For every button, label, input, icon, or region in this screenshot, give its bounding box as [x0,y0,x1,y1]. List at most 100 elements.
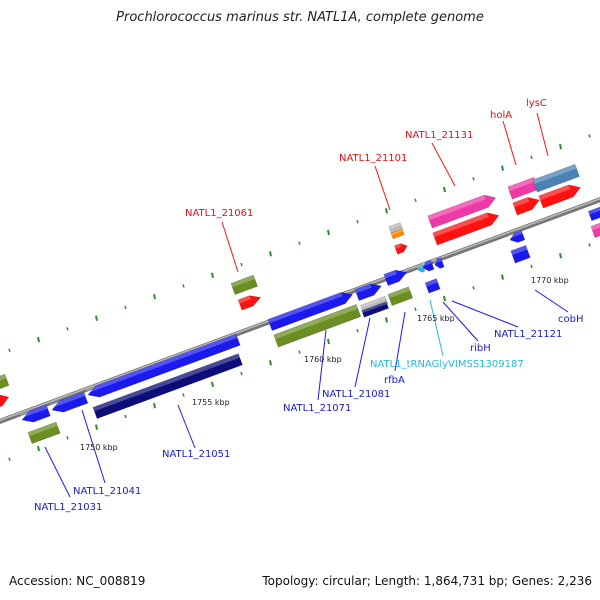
feature-hola-red [512,197,540,216]
callout-natl1-21121 [451,300,519,328]
tick-42 [501,274,504,280]
label-natl1-21081: NATL1_21081 [322,389,390,400]
label-natl1-21031: NATL1_21031 [34,502,102,513]
feature-natl1-21071-blue [267,292,354,332]
callout-natl1-21061 [221,221,239,273]
callout-natl1-21041 [81,409,106,484]
feature-natl1-21121-blue [508,230,526,243]
feature-natl1-21101-orange [390,228,405,240]
label-ribh: ribH [470,343,491,354]
label-callouts [44,112,569,498]
tick-17 [472,177,475,181]
feature-ribh-blue [424,278,441,294]
tick-9 [240,262,243,267]
tick-28 [95,424,98,430]
tick-45 [588,243,591,247]
tick-3 [66,327,69,331]
topology-text: Topology: circular; Length: 1,864,731 bp… [262,574,592,588]
gene-features [0,163,600,445]
feature-natl1-21031-olive [27,421,61,445]
feature-natl1-21081-navy [361,301,389,318]
label-hola: holA [490,110,512,121]
feature-ribh-tri1 [421,259,435,272]
tick-40 [443,295,446,302]
label-natl1-21131: NATL1_21131 [405,130,473,141]
label-natl1-21051: NATL1_21051 [162,449,230,460]
tick-7 [182,284,185,288]
feature-trna-cyan [416,264,426,273]
feature-natl1-21051-blue [85,333,241,398]
tick-5 [124,305,127,310]
tick-15 [414,198,417,203]
scale-label-1750: 1750 kbp [80,443,118,452]
feature-cobh-blue [510,244,531,264]
callout-natl1-21071 [317,329,327,401]
label-lysc: lysC [526,98,547,109]
tick-30 [153,403,156,409]
tick-38 [385,317,388,323]
feature-natl1-21061 [230,274,258,296]
accession-text: Accession: NC_008819 [9,574,146,588]
scale-label-1760: 1760 kbp [304,355,342,364]
label-cobh: cobH [558,314,583,325]
callout-trna [429,299,444,357]
tick-31 [182,393,185,397]
label-natl1-21101: NATL1_21101 [339,153,407,164]
feature-ribh-tri2 [433,257,445,269]
tick-11 [298,241,301,245]
tick-marks [8,134,591,462]
callout-natl1-21081 [354,317,371,388]
callout-natl1-21031 [44,446,71,498]
scale-label-1755: 1755 kbp [192,398,230,407]
callout-lysc [536,112,549,157]
label-natl1-21061: NATL1_21061 [185,208,253,219]
feature-left-olive-top [0,373,10,393]
tick-44 [559,252,562,259]
feature-left-red [0,394,10,411]
feature-natl1-21031-blue [19,404,51,423]
feature-natl1-21131-red [432,212,500,246]
tick-34 [269,360,272,366]
tick-41 [472,286,475,290]
feature-natl1-21101-red [394,243,408,255]
feature-rfba-blue [383,269,408,287]
feature-natl1-21081-gray [360,295,389,314]
tick-18 [501,165,504,171]
feature-natl1-21061-red [237,295,262,311]
tick-27 [66,436,69,440]
feature-natl1-21081-blue [354,283,382,302]
callout-natl1-21101 [374,165,391,211]
feature-natl1-21051-navy [92,353,243,420]
label-natl1-21041: NATL1_21041 [73,486,141,497]
feature-rfba-olive [387,286,414,307]
callout-cobh [534,289,569,313]
tick-10 [269,251,272,257]
tick-33 [240,371,243,376]
feature-lysc-steel [532,163,580,193]
feature-natl1-21101-gray [388,222,403,234]
tick-2 [37,336,40,343]
feature-right-blue [587,206,600,222]
label-trna: NATL1_tRNAGlyVIMSS1309187 [370,359,524,370]
label-rfba: rfbA [384,375,405,386]
callout-rfba [394,311,406,372]
tick-37 [356,328,359,333]
tick-29 [124,414,127,419]
tick-32 [211,381,214,387]
tick-43 [530,264,533,269]
feature-natl1-21131-pink [427,194,497,229]
feature-lysc-red [538,184,581,209]
map-title: Prochlorococcus marinus str. NATL1A, com… [116,10,484,25]
tick-35 [298,350,301,354]
feature-right-pink [590,221,600,239]
tick-14 [385,208,388,214]
tick-26 [37,445,40,452]
feature-natl1-21071-olive [273,304,362,348]
tick-20 [559,143,562,150]
tick-16 [443,186,446,193]
tick-4 [95,315,98,321]
tick-12 [327,229,330,236]
tick-19 [530,155,533,160]
callout-natl1-21051 [177,404,196,449]
